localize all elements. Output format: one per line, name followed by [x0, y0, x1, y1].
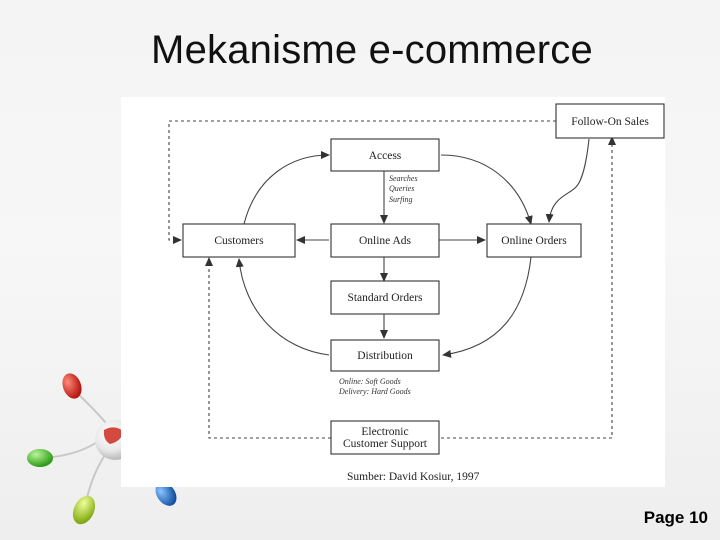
support-label-line2: Customer Support	[343, 438, 428, 450]
dashed-arrow-support-to-follow-on	[441, 136, 616, 439]
page-number: Page 10	[643, 508, 708, 527]
standard-orders-label: Standard Orders	[347, 292, 423, 304]
diagram-panel: Follow-On Sales Access Customers Online …	[121, 97, 665, 487]
distribution-note-delivery: Delivery: Hard Goods	[338, 387, 411, 396]
red-mouse-icon	[62, 373, 82, 399]
follow-on-sales-box	[555, 103, 665, 139]
access-note-searches: Searches	[389, 174, 418, 183]
standard-orders-box	[330, 280, 440, 315]
distribution-box	[330, 339, 440, 372]
ecommerce-mechanism-diagram: Follow-On Sales Access Customers Online …	[168, 103, 665, 483]
curve-online-orders-to-distribution	[442, 256, 532, 358]
green-mouse-icon	[27, 449, 53, 467]
customers-label: Customers	[214, 235, 264, 247]
access-note-surfing: Surfing	[389, 195, 413, 204]
blue-mouse-icon	[155, 482, 177, 506]
distribution-label: Distribution	[357, 350, 413, 362]
yellow-mouse-icon	[72, 495, 96, 525]
curve-customers-to-access	[243, 151, 330, 225]
support-label-line1: Electronic	[361, 426, 408, 438]
electronic-customer-support-box	[330, 420, 440, 455]
curve-distribution-to-customers	[235, 258, 330, 356]
access-note-queries: Queries	[389, 184, 414, 193]
access-box	[330, 138, 440, 172]
online-orders-label: Online Orders	[501, 235, 567, 247]
customers-box	[182, 223, 296, 258]
slide-title: Mekanisme e-commerce	[151, 28, 593, 72]
source-citation: Sumber: David Kosiur, 1997	[347, 471, 480, 483]
follow-on-sales-label: Follow-On Sales	[571, 116, 649, 128]
feedback-dashed-arrow-to-customers	[168, 120, 556, 244]
online-ads-label: Online Ads	[359, 235, 412, 247]
distribution-note-online: Online: Soft Goods	[339, 377, 401, 386]
curve-access-to-online-orders	[440, 154, 533, 225]
dashed-arrow-support-to-customers	[205, 257, 331, 439]
curve-follow-on-to-online-orders	[545, 138, 590, 223]
online-orders-box	[486, 223, 582, 258]
access-label: Access	[369, 150, 402, 162]
online-ads-box	[330, 223, 440, 258]
